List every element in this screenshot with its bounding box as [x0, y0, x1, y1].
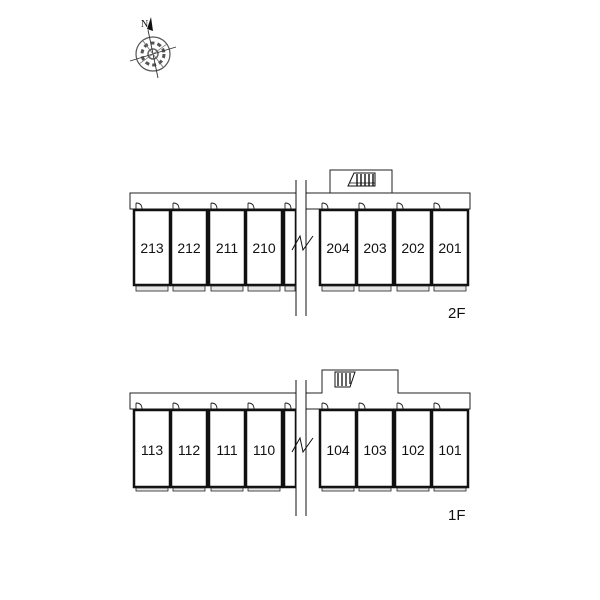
unit-102[interactable]: [393, 408, 433, 489]
unit-110[interactable]: [244, 408, 284, 489]
unit-label-212: 212: [177, 240, 201, 256]
unit-label-202: 202: [401, 240, 425, 256]
unit-201[interactable]: [430, 208, 470, 287]
door-swing-icons: [135, 202, 441, 210]
unit-partial: [282, 208, 298, 287]
unit-label-204: 204: [326, 240, 350, 256]
unit-label-112: 112: [178, 442, 201, 458]
floor-label-2f: 2F: [448, 305, 466, 322]
staircase-icon: [347, 172, 376, 187]
floor-label-1f: 1F: [448, 507, 466, 524]
unit-label-213: 213: [140, 240, 164, 256]
unit-103[interactable]: [355, 408, 395, 489]
compass-rose-icon: N: [129, 17, 177, 79]
floor-2f: 213 212 211 210 204 203 202 201 2F: [129, 169, 471, 322]
unit-212[interactable]: [169, 208, 209, 287]
unit-label-110: 110: [253, 442, 276, 458]
unit-101[interactable]: [430, 408, 470, 489]
floor-1f: 113 112 111 110 104 103 102 101 1F: [129, 369, 471, 524]
unit-label-102: 102: [401, 442, 425, 458]
unit-211[interactable]: [207, 208, 247, 287]
unit-203[interactable]: [355, 208, 395, 287]
unit-210[interactable]: [244, 208, 284, 287]
unit-label-210: 210: [252, 240, 276, 256]
unit-113[interactable]: [132, 408, 172, 489]
balconies: [135, 285, 467, 292]
north-label: N: [141, 19, 148, 30]
unit-label-104: 104: [326, 442, 350, 458]
break-line-icon: [291, 180, 314, 316]
unit-label-111: 111: [216, 442, 237, 458]
unit-label-201: 201: [438, 240, 462, 256]
break-line-icon: [291, 380, 314, 516]
unit-label-103: 103: [363, 442, 387, 458]
balconies: [135, 487, 467, 492]
door-swing-icons: [135, 402, 441, 410]
unit-label-101: 101: [438, 442, 462, 458]
unit-label-203: 203: [363, 240, 387, 256]
north-arrow-icon: [147, 17, 153, 31]
unit-label-211: 211: [216, 240, 239, 256]
unit-204[interactable]: [318, 208, 358, 287]
unit-112[interactable]: [169, 408, 209, 489]
unit-label-113: 113: [141, 442, 164, 458]
staircase-icon: [334, 371, 356, 388]
